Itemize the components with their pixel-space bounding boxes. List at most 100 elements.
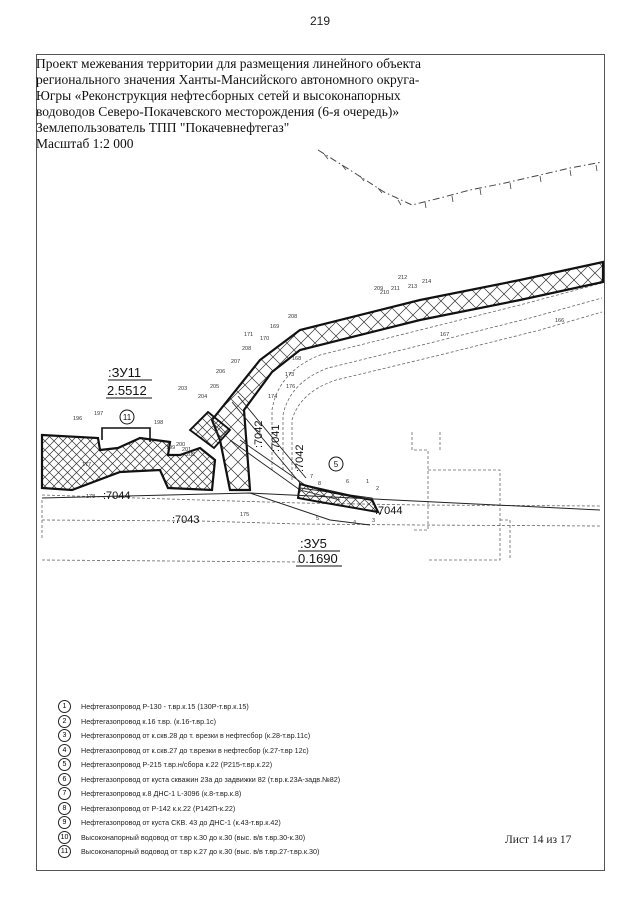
road-lines xyxy=(41,282,603,563)
legend-item: 10 Высоконапорный водовод от т.вр к.30 д… xyxy=(58,830,306,844)
point-label: 168 xyxy=(292,356,301,362)
point-label: 214 xyxy=(422,279,431,285)
sheet-number: Лист 14 из 17 xyxy=(505,834,572,846)
legend-item: 8 Нефтегазопровод от Р-142 к.к.22 (Р142П… xyxy=(58,801,235,815)
point-label: 207 xyxy=(231,359,240,365)
parcel-zu11-left xyxy=(40,433,217,492)
title-line: Проект межевания территории для размещен… xyxy=(36,56,422,71)
point-label: 177 xyxy=(82,462,91,468)
page-number: 219 xyxy=(309,14,331,28)
point-label: 5 xyxy=(316,516,319,522)
cadastral-7042-a: :7042 xyxy=(253,420,265,448)
point-label: 6 xyxy=(346,479,349,485)
legend-label: Высоконапорный водовод от т.вр к.30 до к… xyxy=(81,832,306,842)
legend-item: 2 Нефтегазопровод к.16 т.вр. (к.16-т.вр.… xyxy=(58,714,217,728)
point-label: 1 xyxy=(366,479,369,485)
legend-item: 4 Нефтегазопровод от к.скв.27 до т.врезк… xyxy=(58,743,309,757)
legend-number: 9 xyxy=(58,816,71,829)
object-marker-11-label: 11 xyxy=(123,413,132,422)
legend-number: 3 xyxy=(58,729,71,742)
point-label: 205 xyxy=(210,384,219,390)
parcel-zu11-connector xyxy=(188,410,232,450)
cadastral-7041: :7041 xyxy=(270,424,282,452)
legend-item: 6 Нефтегазопровод от куста скважин 23а д… xyxy=(58,772,341,786)
point-label: 167 xyxy=(440,332,449,338)
legend-number: 4 xyxy=(58,743,71,757)
legend-item: 9 Нефтегазопровод от куста СКВ. 43 до ДН… xyxy=(58,816,281,829)
legend-label: Нефтегазопровод Р-130 - т.вр.к.15 (130Р-… xyxy=(81,702,249,711)
legend-number: 8 xyxy=(58,801,71,815)
legend-number: 1 xyxy=(58,700,71,713)
legend-item: 7 Нефтегазопровод к.8 ДНС-1 L-3096 (к.8-… xyxy=(58,787,241,800)
title-line: регионального значения Ханты-Мансийского… xyxy=(36,72,420,87)
point-label: 213 xyxy=(408,284,417,290)
map-title: Проект межевания территории для размещен… xyxy=(36,56,466,152)
legend-number: 10 xyxy=(58,830,71,844)
parcel-area-zu11: 2.5512 xyxy=(107,383,147,398)
legend-label: Нефтегазопровод к.16 т.вр. (к.16-т.вр.1с… xyxy=(81,716,217,726)
parcel-zu11-corridor xyxy=(210,260,605,492)
legend-item: 5 Нефтегазопровод Р-215 т.вр.н/сбора к.2… xyxy=(58,758,272,771)
parcel-area-zu5: 0.1690 xyxy=(298,551,338,566)
point-label: 4 xyxy=(353,520,356,526)
object-marker-5 xyxy=(328,456,344,472)
legend-item: 11 Высоконапорный водовод от т.вр к.27 д… xyxy=(58,845,319,858)
point-label: 171 xyxy=(244,332,253,338)
point-label: 212 xyxy=(398,275,407,281)
point-label: 2 xyxy=(376,486,379,492)
point-labels: 196 197 198 177 178 199 200 201 202 203 … xyxy=(73,275,564,526)
title-line: Масштаб 1:2 000 xyxy=(36,136,134,151)
legend-label: Нефтегазопровод к.8 ДНС-1 L-3096 (к.8-т.… xyxy=(81,789,242,798)
legend-number: 2 xyxy=(58,714,71,728)
point-label: 203 xyxy=(178,386,187,392)
point-label: 196 xyxy=(73,416,82,422)
parcel-zu5 xyxy=(296,482,380,514)
point-label: 208 xyxy=(242,346,251,352)
point-label: 201 xyxy=(182,447,191,453)
legend-number: 7 xyxy=(58,787,71,800)
point-label: 8 xyxy=(318,481,321,487)
parcel-label-zu5: :ЗУ5 xyxy=(300,536,327,551)
cadastral-7044-left: :7044 xyxy=(103,490,131,502)
point-label: 199 xyxy=(166,445,175,451)
point-label: 198 xyxy=(154,420,163,426)
title-line: Югры «Реконструкция нефтесборных сетей и… xyxy=(36,88,401,103)
cadastral-7043: :7043 xyxy=(172,514,200,526)
point-label: 210 xyxy=(380,290,389,296)
cadastral-7042-b: :7042 xyxy=(294,444,306,472)
parcel-zu11-box xyxy=(101,427,151,442)
parcel-label-zu11: :ЗУ11 xyxy=(108,365,141,380)
point-label: 209 xyxy=(374,286,383,292)
title-line: водоводов Северо-Покачевского месторожде… xyxy=(36,104,400,119)
legend-number: 5 xyxy=(58,758,71,771)
point-label: 3 xyxy=(372,518,375,524)
forest-boundary xyxy=(317,149,603,209)
point-label: 170 xyxy=(260,336,269,342)
cadastral-7044-right: :7044 xyxy=(375,505,403,517)
point-label: 178 xyxy=(86,494,95,500)
legend-label: Высоконапорный водовод от т.вр к.27 до к… xyxy=(81,847,320,856)
point-label: 175 xyxy=(240,512,249,518)
point-label: 174 xyxy=(268,394,277,400)
legend-label: Нефтегазопровод от куста скважин 23а до … xyxy=(81,774,341,784)
point-label: 208 xyxy=(288,314,297,320)
point-label: 206 xyxy=(216,369,225,375)
legend-item: 3 Нефтегазопровод от к.скв.28 до т. врез… xyxy=(58,729,310,742)
legend-label: Нефтегазопровод от к.скв.27 до т.врезки … xyxy=(81,745,309,755)
legend-item: 1 Нефтегазопровод Р-130 - т.вр.к.15 (130… xyxy=(58,700,249,713)
point-label: 204 xyxy=(198,394,207,400)
legend-label: Нефтегазопровод от к.скв.28 до т. врезки… xyxy=(81,731,311,740)
title-line: Землепользователь ТПП "Покачевнефтегаз" xyxy=(36,120,290,135)
point-label: 176 xyxy=(286,384,295,390)
point-label: 211 xyxy=(391,286,400,292)
point-label: 197 xyxy=(94,411,103,417)
point-label: 169 xyxy=(270,324,279,330)
legend-number: 6 xyxy=(58,772,71,786)
object-marker-11 xyxy=(119,409,135,425)
point-label: 200 xyxy=(176,442,185,448)
cadastral-boundaries xyxy=(41,492,601,526)
legend-label: Нефтегазопровод Р-215 т.вр.н/сбора к.22 … xyxy=(81,760,273,769)
legend-number: 11 xyxy=(58,845,71,858)
object-marker-5-label: 5 xyxy=(334,460,339,469)
